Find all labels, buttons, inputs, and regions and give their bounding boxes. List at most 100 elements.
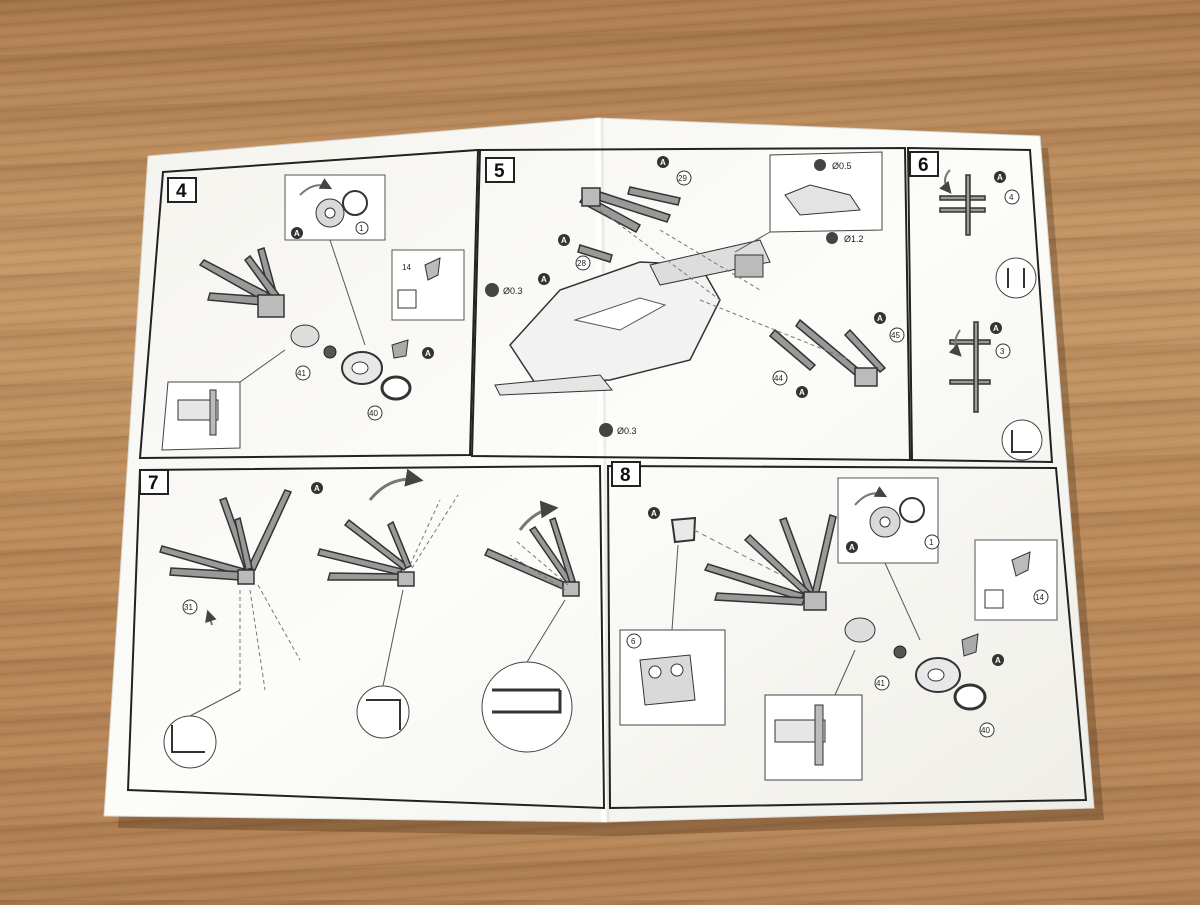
part-31-number: 31 — [184, 603, 193, 612]
marker-a — [994, 171, 1006, 183]
base-plate-icon — [494, 374, 614, 396]
clip-icon — [1011, 551, 1031, 577]
hook-part-lower-icon — [949, 321, 991, 413]
part-3-callout — [995, 343, 1011, 359]
marker-a — [558, 234, 570, 246]
drill-icon — [485, 283, 499, 297]
wheel-hub — [351, 361, 369, 375]
part-1-number: 1 — [929, 538, 934, 547]
marker-a — [422, 347, 434, 359]
step-4-box — [167, 177, 197, 203]
part-4-callout — [1004, 189, 1020, 205]
clip-detail-icon — [1011, 430, 1032, 453]
swing-path-dashed — [509, 539, 569, 591]
part-6-callout — [626, 633, 642, 649]
bracket-icon — [391, 339, 409, 359]
marker-a — [990, 322, 1002, 334]
part-14-number: 14 — [1035, 593, 1044, 602]
part-1-callout — [924, 534, 940, 550]
part-31-callout — [182, 599, 198, 615]
part-41-callout — [295, 365, 311, 381]
fork-state-1-icon — [159, 489, 293, 585]
socket-detail-icon — [784, 184, 861, 216]
marker-a-label: A — [425, 349, 431, 358]
part-28-number: 28 — [577, 259, 586, 268]
diameter-0-3-bottom: Ø0.3 — [617, 426, 637, 436]
washer-icon — [899, 497, 925, 523]
arm-parts-icon — [577, 186, 887, 387]
direction-arrow — [205, 609, 217, 626]
hook-part-upper-icon — [939, 174, 986, 236]
step-4-number: 4 — [176, 181, 187, 202]
fork-state-3-icon — [483, 517, 580, 597]
marker-a-label: A — [541, 275, 547, 284]
zoom-leader — [189, 689, 241, 717]
part-14-number: 14 — [402, 263, 411, 272]
detail-leader — [671, 544, 679, 631]
marker-a — [538, 273, 550, 285]
clip-detail-icon — [366, 699, 401, 730]
panel-8-border — [606, 464, 1088, 810]
marker-a-label: A — [799, 388, 805, 397]
callout-leader — [884, 562, 921, 641]
rotate-arrow — [518, 500, 559, 531]
fork-state-2-icon — [317, 518, 415, 587]
marker-a-label: A — [660, 158, 666, 167]
panel-step-5: 5 Ø0.5 Ø1.2 Ø0.3 — [470, 146, 912, 462]
inset-leader — [834, 649, 856, 696]
part-45-number: 45 — [891, 331, 900, 340]
bearing-icon — [290, 324, 320, 348]
part-41-number: 41 — [297, 369, 306, 378]
axle-detail-plate — [814, 704, 824, 766]
guide-lines — [599, 209, 851, 361]
clip-detail-icon — [397, 289, 417, 309]
marker-a — [874, 312, 886, 324]
gear-hole — [324, 207, 336, 219]
bracket-icon — [961, 633, 979, 657]
part-14-callout-badge — [1033, 589, 1049, 605]
part-44-callout — [772, 370, 788, 386]
zoom-leader — [526, 599, 566, 663]
mount-block-icon — [734, 254, 764, 278]
panel-step-7: 7 A 31 — [126, 464, 606, 810]
marker-a-label: A — [294, 229, 300, 238]
marker-a-label: A — [995, 656, 1001, 665]
step-7-box — [139, 469, 169, 495]
part-1-callout — [355, 221, 369, 235]
clip-icon — [424, 257, 441, 281]
step-5-box — [485, 157, 515, 183]
marker-a-label: A — [877, 314, 883, 323]
marker-a — [311, 482, 323, 494]
drill-icon — [599, 423, 613, 437]
diameter-0-3: Ø0.3 — [503, 286, 523, 296]
marker-a-label: A — [651, 509, 657, 518]
washer-icon — [342, 190, 368, 216]
step-7-number: 7 — [148, 473, 159, 494]
step-5-number: 5 — [494, 161, 505, 182]
callout-line — [329, 239, 366, 346]
wheel-hub — [927, 668, 945, 682]
diameter-0-5: Ø0.5 — [832, 161, 852, 171]
part-14-callout — [391, 249, 465, 321]
panel-6-border — [906, 146, 1054, 464]
part-4-number: 4 — [1009, 193, 1014, 202]
ring-icon — [380, 375, 412, 401]
part-45-callout — [889, 327, 905, 343]
rear-frame-icon — [649, 239, 771, 286]
marker-a — [657, 156, 669, 168]
spacer-hole — [648, 665, 662, 679]
swing-path-dashed — [409, 494, 459, 569]
fork-assembly-icon — [198, 247, 285, 318]
panel-5-border — [470, 146, 912, 462]
step-8-box — [611, 461, 641, 487]
detail-zoom-circle — [356, 685, 410, 739]
marker-a — [648, 507, 660, 519]
detail-zoom-circle — [995, 257, 1037, 299]
spacer-detail-icon — [639, 654, 696, 706]
part-40-callout — [367, 405, 383, 421]
rotate-arrow — [939, 169, 952, 194]
part-40-callout — [979, 722, 995, 738]
detail-zoom-circle — [1001, 419, 1043, 461]
